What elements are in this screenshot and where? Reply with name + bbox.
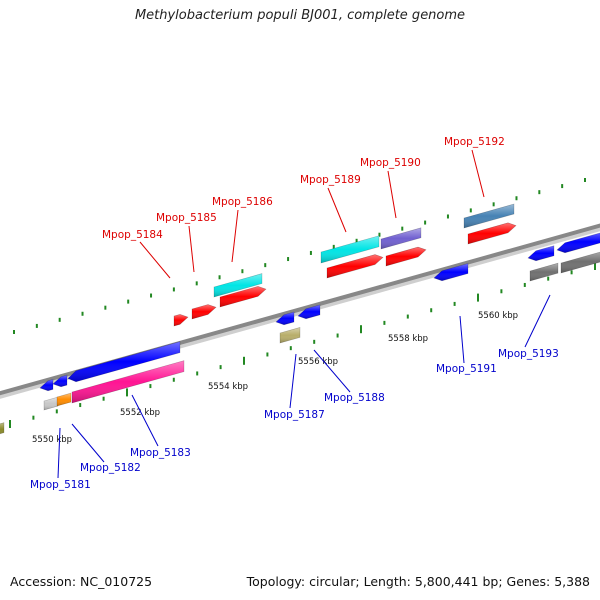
gene-label: Mpop_5187 — [264, 409, 325, 421]
genome-summary-text: Topology: circular; Length: 5,800,441 bp… — [246, 574, 590, 589]
gene-label: Mpop_5184 — [102, 229, 163, 241]
gene-label: Mpop_5190 — [360, 157, 421, 169]
feature-lightgray-shade — [43, 396, 59, 411]
gene-label: Mpop_5188 — [324, 392, 385, 404]
feature-slate-shade — [380, 227, 422, 250]
gene-label: Mpop_5185 — [156, 212, 217, 224]
leader-line — [131, 394, 159, 447]
gene-label: Mpop_5183 — [130, 447, 191, 459]
gene-feature-mpop-5189-shade — [326, 254, 384, 279]
gene-label: Mpop_5193 — [498, 348, 559, 360]
scale-label: 5556 kbp — [298, 357, 338, 367]
gene-feature-mpop-5187-shade — [279, 327, 301, 344]
gene-feature-mpop-5192-shade — [467, 222, 517, 245]
leader-line — [313, 349, 351, 393]
gene-feature-mpop-5193-shade — [527, 245, 555, 262]
leader-line — [231, 209, 239, 263]
gene-feature-mpop-5191-shade — [433, 263, 469, 282]
scale-label: 5558 kbp — [388, 334, 428, 344]
feature-steel-shade — [463, 203, 515, 229]
feature-pink-shade — [71, 360, 185, 404]
scale-label: 5560 kbp — [478, 311, 518, 321]
gene-label: Mpop_5189 — [300, 174, 361, 186]
leader-line — [71, 423, 105, 463]
leader-line — [524, 294, 551, 348]
feature-gray-2-shade — [560, 251, 600, 274]
leader-line — [459, 315, 465, 364]
feature-cyan-2-shade — [320, 235, 380, 264]
gene-feature-mpop-5190-shade — [385, 246, 427, 267]
gene-feature-mpop-5187b-shade — [275, 311, 295, 326]
gene-feature-mpop-5186-shade — [219, 286, 267, 308]
gene-label: Mpop_5186 — [212, 196, 273, 208]
gene-feature-mpop-5188-shade — [297, 304, 321, 320]
gene-feature-mpop-5183-shade — [67, 341, 181, 383]
gene-label: Mpop_5181 — [30, 479, 91, 491]
leader-line — [139, 241, 171, 279]
gene-feature-mpop-5181-shade — [39, 378, 54, 392]
feature-cyan-1-shade — [213, 273, 263, 298]
leader-line — [57, 427, 61, 479]
gene-feature-mpop-5182-shade — [56, 392, 72, 407]
scale-label: 5554 kbp — [208, 382, 248, 392]
feature-olive-edge-shade — [0, 422, 5, 435]
scale-label: 5552 kbp — [120, 408, 160, 418]
gene-feature-mpop-5184-shade — [173, 314, 189, 327]
leader-line — [387, 170, 397, 219]
gene-feature-mpop-5181b-shade — [52, 374, 68, 388]
leader-line — [289, 353, 297, 409]
accession-text: Accession: NC_010725 — [10, 574, 153, 589]
leader-line — [327, 187, 347, 233]
leader-line — [471, 149, 485, 198]
gene-label: Mpop_5182 — [80, 462, 141, 474]
map-title: Methylobacterium populi BJ001, complete … — [134, 8, 466, 23]
gene-feature-mpop-5185-shade — [191, 304, 217, 320]
scale-label: 5550 kbp — [32, 435, 72, 445]
feature-gray-1-shade — [529, 262, 559, 282]
gene-label: Mpop_5192 — [444, 136, 505, 148]
feature-blue-edge-shade — [556, 232, 600, 254]
gene-label: Mpop_5191 — [436, 363, 497, 375]
leader-line — [188, 225, 195, 273]
